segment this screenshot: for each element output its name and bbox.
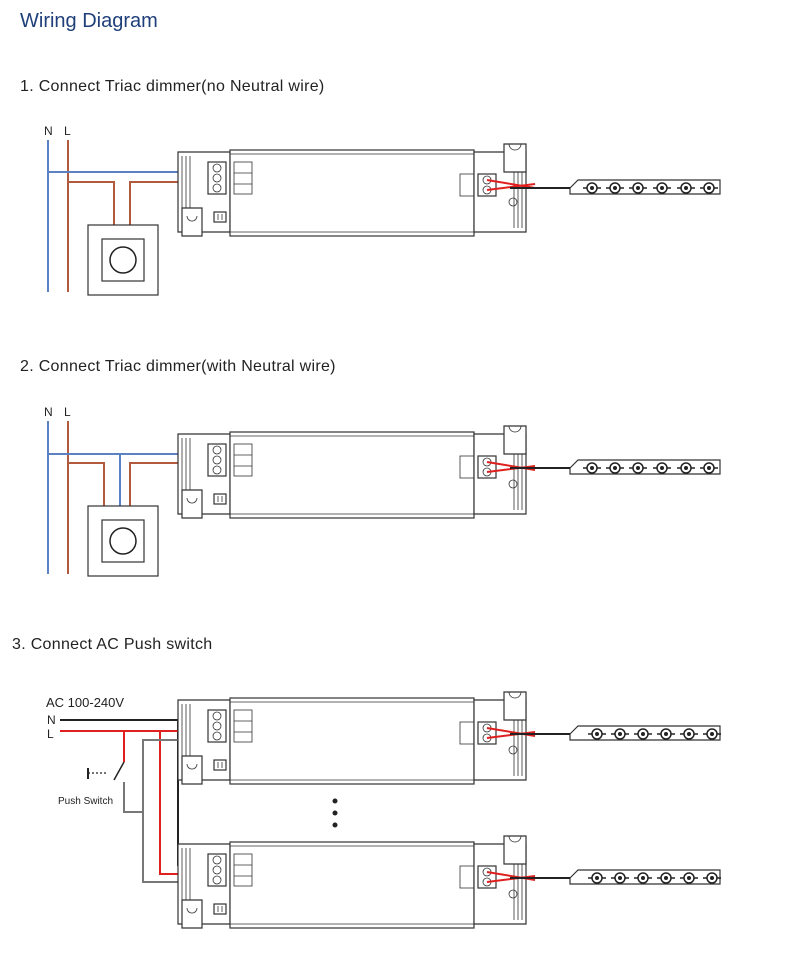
live-to-dimmer-wire <box>68 462 105 506</box>
triac-dimmer <box>87 505 159 577</box>
section-2-heading: 2. Connect Triac dimmer(with Neutral wir… <box>20 358 336 375</box>
push-switch-icon <box>113 761 125 781</box>
live-label: L <box>64 124 71 138</box>
section-3-heading: 3. Connect AC Push switch <box>12 636 213 653</box>
diagram-3: AC 100-240V N L Push Switch <box>46 691 722 929</box>
neutral-label: N <box>44 124 53 138</box>
led-driver <box>177 425 527 519</box>
section-1-heading: 1. Connect Triac dimmer(no Neutral wire) <box>20 78 325 95</box>
led-driver <box>177 691 527 785</box>
live-label: L <box>47 727 54 741</box>
live-label: L <box>64 405 71 419</box>
triac-dimmer <box>87 224 159 296</box>
page-title: Wiring Diagram <box>20 10 158 32</box>
neutral-label: N <box>44 405 53 419</box>
neutral-label: N <box>47 713 56 727</box>
ellipsis-dot <box>332 798 338 804</box>
ellipsis-dot <box>332 822 338 828</box>
led-driver <box>177 143 527 237</box>
ac-voltage-label: AC 100-240V <box>46 695 124 710</box>
push-switch-label: Push Switch <box>58 796 113 807</box>
diagram-1: N L <box>44 124 721 296</box>
led-driver <box>177 835 527 929</box>
diagram-2: N L <box>44 405 721 577</box>
live-to-dimmer-wire <box>68 181 115 225</box>
ellipsis-dot <box>332 810 338 816</box>
